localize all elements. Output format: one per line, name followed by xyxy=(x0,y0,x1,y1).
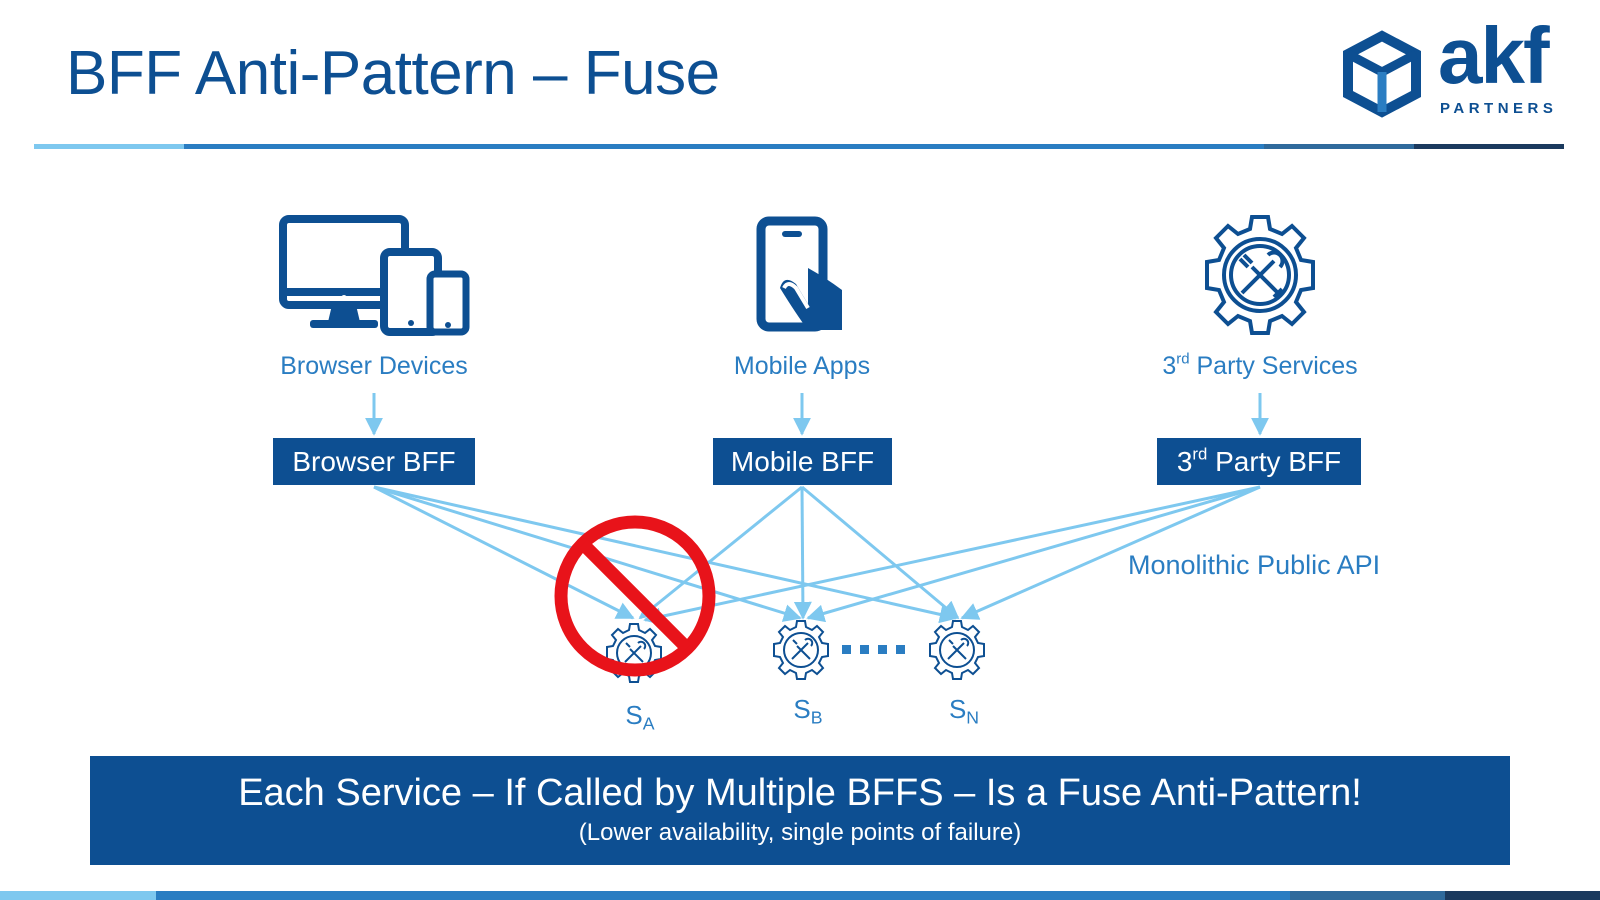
edge-mobile-bff-sn xyxy=(801,485,960,620)
gear-tools-icon xyxy=(1205,215,1315,335)
logo-wordmark: akf xyxy=(1438,11,1550,100)
edge-mobile-bff-sa xyxy=(638,485,803,620)
edge-thirdparty-bff-sb xyxy=(806,485,1261,623)
edge-browser-bff-sn xyxy=(373,485,958,624)
monolithic-api-label: Monolithic Public API xyxy=(1128,550,1381,580)
prohibition-icon xyxy=(554,515,716,677)
bff-box-browser: Browser BFF xyxy=(273,438,475,485)
client-label-thirdparty: 3rd Party Services xyxy=(1162,350,1358,381)
client-label-browser: Browser Devices xyxy=(280,352,468,380)
cube-logo-icon xyxy=(1343,30,1421,118)
takeaway-banner: Each Service – If Called by Multiple BFF… xyxy=(90,756,1510,865)
slide-title: BFF Anti-Pattern – Fuse xyxy=(66,39,720,108)
service-label-b: SB xyxy=(793,694,823,728)
edge-browser-bff-sa xyxy=(373,485,635,620)
banner-headline: Each Service – If Called by Multiple BFF… xyxy=(238,772,1362,814)
edge-thirdparty-bff-sa xyxy=(643,485,1261,626)
service-n-gear-icon xyxy=(929,620,985,680)
service-label-a: SA xyxy=(625,700,655,734)
client-label-mobile: Mobile Apps xyxy=(733,352,871,380)
hand-holding-phone-icon xyxy=(756,216,842,332)
banner-subline: (Lower availability, single points of fa… xyxy=(578,819,1022,846)
bff-box-thirdparty: 3rd Party BFF xyxy=(1157,438,1361,485)
edge-thirdparty-bff-sn xyxy=(960,485,1261,620)
service-a-gear-icon xyxy=(606,623,662,683)
footer-divider xyxy=(0,891,1600,900)
edge-mobile-bff-sb xyxy=(793,486,812,620)
ellipsis-dots xyxy=(842,645,905,654)
akf-logo: akf PARTNERS xyxy=(1342,16,1572,122)
bff-box-mobile: Mobile BFF xyxy=(713,438,892,485)
header-divider xyxy=(34,144,1564,149)
logo-subtext: PARTNERS xyxy=(1440,100,1558,117)
desktop-tablet-phone-icon xyxy=(279,215,470,336)
service-b-gear-icon xyxy=(773,620,829,680)
service-label-n: SN xyxy=(948,694,980,728)
